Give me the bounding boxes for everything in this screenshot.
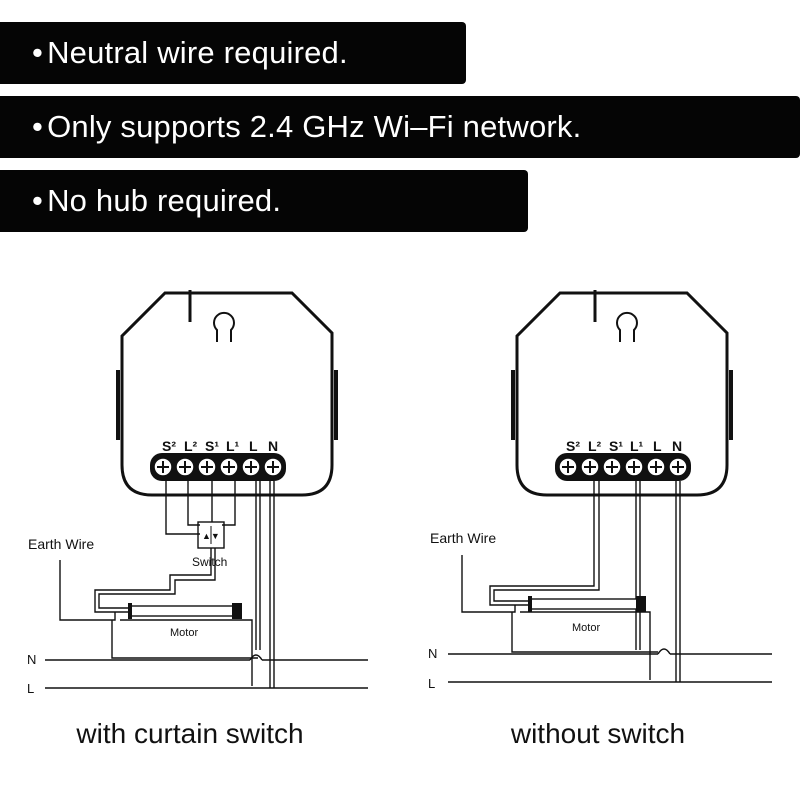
screw-slot <box>201 461 213 473</box>
screw-slot <box>223 461 235 473</box>
motor-shaft <box>529 598 639 610</box>
screw-slot <box>584 461 596 473</box>
screw-slot <box>562 461 574 473</box>
terminal-label: N <box>268 438 278 454</box>
banner-text: No hub required. <box>47 183 282 218</box>
bullet: • <box>32 35 44 70</box>
screw-slot <box>157 461 169 473</box>
screw-slot <box>179 461 191 473</box>
wiring-right <box>448 481 772 683</box>
screw-slot <box>267 461 279 473</box>
neutral-label: N <box>428 646 437 661</box>
terminal-label: S¹ <box>205 438 219 454</box>
neutral-label: N <box>27 652 36 667</box>
bullet: • <box>32 183 44 218</box>
terminal-label: L¹ <box>630 438 644 454</box>
terminal-block-right <box>555 453 691 481</box>
keyhole-right <box>616 311 638 342</box>
banner-text: Only supports 2.4 GHz Wi–Fi network. <box>47 109 582 144</box>
earth-wire-label: Earth Wire <box>28 536 94 552</box>
module-left: S² L² S¹ L¹ L N <box>116 290 338 497</box>
motor-label: Motor <box>572 622 600 634</box>
banner-neutral-wire: • Neutral wire required. <box>0 22 466 84</box>
screw-slot <box>672 461 684 473</box>
screw-slot <box>245 461 257 473</box>
terminal-label: L <box>249 438 258 454</box>
terminal-label: L <box>653 438 662 454</box>
screw-slot <box>628 461 640 473</box>
caption-without-switch: without switch <box>510 718 686 749</box>
terminal-label: L² <box>588 438 602 454</box>
motor-label: Motor <box>170 627 198 639</box>
banner-text: Neutral wire required. <box>47 35 348 70</box>
switch-arrows-icon: ▲▼ <box>202 531 220 541</box>
line-label: L <box>428 676 435 691</box>
keyhole-left <box>213 311 235 342</box>
earth-wire-label: Earth Wire <box>430 530 496 546</box>
wiring-left <box>45 481 368 689</box>
motor-shaft <box>129 605 236 617</box>
banner-wifi: • Only supports 2.4 GHz Wi–Fi network. <box>0 96 800 158</box>
module-right: S² L² S¹ L¹ L N <box>511 290 733 497</box>
screw-slot <box>606 461 618 473</box>
caption-with-curtain-switch: with curtain switch <box>76 718 304 749</box>
switch-label: Switch <box>192 555 227 569</box>
terminal-label: S¹ <box>609 438 623 454</box>
terminal-label: L² <box>184 438 198 454</box>
screw-slot <box>650 461 662 473</box>
terminal-label: L¹ <box>226 438 240 454</box>
terminal-block-left <box>150 453 286 481</box>
banner-no-hub: • No hub required. <box>0 170 528 232</box>
terminal-label: S² <box>566 438 580 454</box>
terminal-label: S² <box>162 438 176 454</box>
terminal-label: N <box>672 438 682 454</box>
line-label: L <box>27 681 34 696</box>
bullet: • <box>32 109 44 144</box>
